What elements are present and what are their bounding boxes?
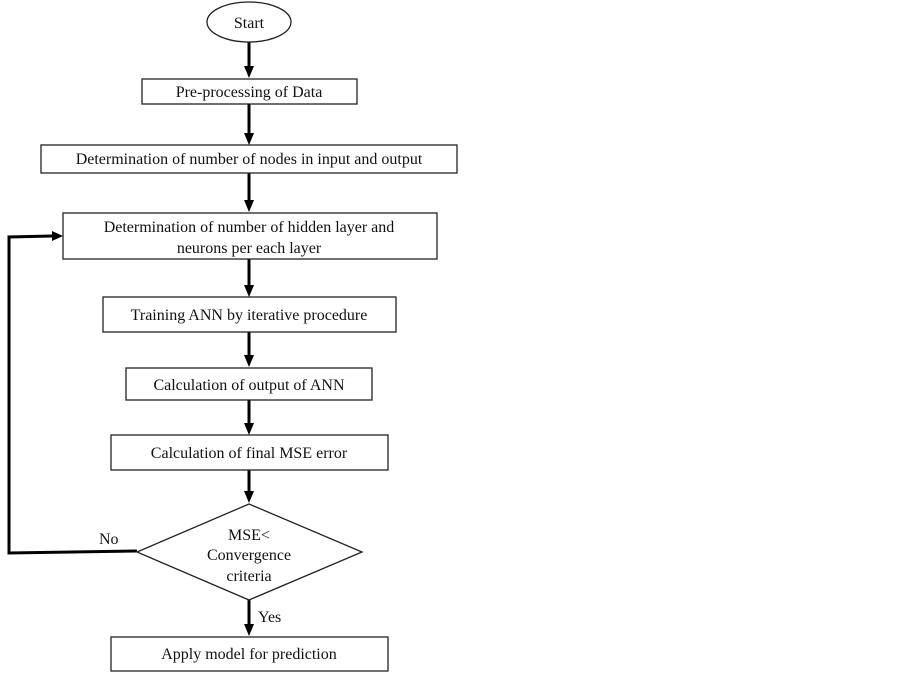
arrowhead-mse <box>244 423 254 435</box>
node-label: Start <box>234 15 265 32</box>
edge-decision-to-hidden-loop <box>7 234 138 555</box>
node-preprocess: Pre-processing of Data <box>141 78 358 105</box>
node-io-nodes: Determination of number of nodes in inpu… <box>40 144 458 174</box>
process-shape <box>141 78 358 105</box>
process-shape <box>125 367 373 401</box>
node-apply: Apply model for prediction <box>110 636 389 672</box>
node-output: Calculation of output of ANN <box>125 367 373 401</box>
arrowhead-output <box>244 355 254 367</box>
terminator-shape <box>206 1 292 43</box>
arrowhead-loop <box>52 231 63 241</box>
arrowhead-io-nodes <box>244 133 254 145</box>
node-decision: MSE< Convergence criteria <box>135 503 364 601</box>
node-label: Determination of number of nodes in inpu… <box>76 151 423 168</box>
arrowhead-preprocess <box>244 66 254 78</box>
node-label-line-3: criteria <box>226 568 271 585</box>
decision-shape <box>135 503 364 601</box>
node-training: Training ANN by iterative procedure <box>102 296 397 333</box>
node-label: Calculation of output of ANN <box>153 377 345 394</box>
process-shape <box>110 636 389 672</box>
node-label-line-2: neurons per each layer <box>177 240 322 257</box>
arrowhead-training <box>244 285 254 297</box>
connectors <box>7 42 254 636</box>
arrowhead-apply <box>244 624 254 636</box>
process-shape <box>110 434 389 471</box>
process-shape <box>102 296 397 333</box>
node-label-line-1: Determination of number of hidden layer … <box>104 219 395 236</box>
process-shape <box>62 212 438 260</box>
node-label: Training ANN by iterative procedure <box>131 307 368 324</box>
edge-label-no: No <box>99 531 119 548</box>
arrowhead-decision <box>244 491 254 503</box>
node-label: Calculation of final MSE error <box>151 445 348 462</box>
node-label: Pre-processing of Data <box>176 84 323 101</box>
process-shape <box>40 144 458 174</box>
node-label-line-2: Convergence <box>207 547 291 564</box>
node-label: Apply model for prediction <box>161 646 337 663</box>
node-hidden: Determination of number of hidden layer … <box>62 212 438 260</box>
node-mse: Calculation of final MSE error <box>110 434 389 471</box>
node-label-line-1: MSE< <box>228 527 270 544</box>
edge-label-yes: Yes <box>258 609 281 626</box>
node-start: Start <box>206 1 292 43</box>
arrowhead-hidden <box>244 200 254 212</box>
